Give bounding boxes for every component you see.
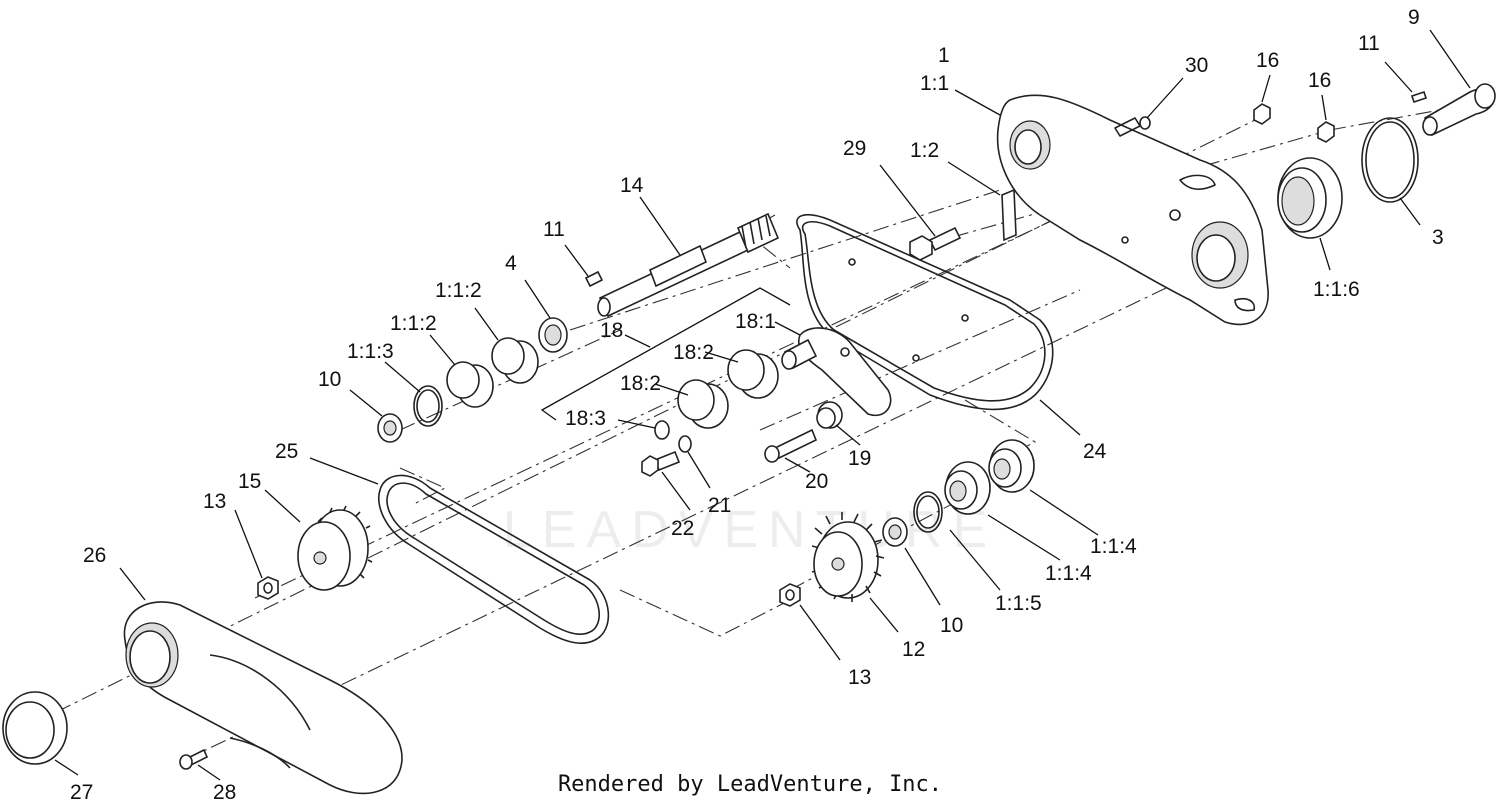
part-washer-18-3 bbox=[654, 420, 670, 440]
part-snap-ring-1-1-5 bbox=[913, 491, 943, 533]
part-gear-12 bbox=[811, 512, 885, 602]
callout-18: 18 bbox=[600, 319, 623, 342]
callout-1-1-2a: 1:1:2 bbox=[435, 279, 482, 302]
part-cap-27 bbox=[2, 691, 68, 765]
callout-1-1-6: 1:1:6 bbox=[1313, 278, 1360, 301]
idler-assembly-bracket bbox=[540, 287, 791, 421]
part-bolt-29 bbox=[909, 226, 962, 261]
callout-1-1-4a: 1:1:4 bbox=[1090, 535, 1137, 558]
part-pin-11b bbox=[584, 270, 604, 288]
callout-3: 3 bbox=[1432, 226, 1444, 249]
part-spacer-1-1-2b bbox=[446, 361, 494, 408]
callout-1-1-3: 1:1:3 bbox=[347, 340, 394, 363]
callout-4: 4 bbox=[505, 252, 517, 275]
callout-labels: 1 1:1 30 16 16 11 9 29 1:2 14 11 3 1:1:6… bbox=[70, 6, 1444, 804]
part-shaft-14 bbox=[597, 212, 780, 318]
part-nut-13b bbox=[779, 583, 801, 607]
part-bolt-22 bbox=[641, 450, 681, 477]
callout-1: 1 bbox=[938, 44, 950, 67]
part-o-ring bbox=[1361, 117, 1419, 203]
callout-29: 29 bbox=[843, 137, 866, 160]
part-nut-16a bbox=[1253, 103, 1271, 125]
part-belt bbox=[378, 474, 610, 644]
callout-18-3: 18:3 bbox=[565, 407, 606, 430]
part-housing bbox=[996, 94, 1269, 326]
part-pulley-18-2a bbox=[727, 349, 779, 399]
part-bearing-10b bbox=[882, 517, 908, 547]
callout-18-2b: 18:2 bbox=[620, 372, 661, 395]
part-washer-21 bbox=[678, 435, 692, 453]
callout-1-2: 1:2 bbox=[910, 139, 939, 162]
callout-1-1-2b: 1:1:2 bbox=[390, 312, 437, 335]
part-key bbox=[1001, 188, 1017, 242]
part-nut-13a bbox=[257, 576, 279, 600]
callout-22: 22 bbox=[671, 517, 694, 540]
callout-9: 9 bbox=[1408, 6, 1420, 29]
render-credit: Rendered by LeadVenture, Inc. bbox=[557, 772, 943, 797]
part-screw-28 bbox=[179, 748, 209, 770]
callout-26: 26 bbox=[83, 544, 106, 567]
callout-1-1-4b: 1:1:4 bbox=[1045, 562, 1092, 585]
callout-13b: 13 bbox=[848, 666, 871, 689]
part-seal-ring bbox=[1277, 157, 1343, 239]
callout-18-2a: 18:2 bbox=[673, 341, 714, 364]
callout-30: 30 bbox=[1185, 54, 1208, 77]
part-washer-30 bbox=[1139, 116, 1151, 130]
callout-20: 20 bbox=[805, 470, 828, 493]
callout-10b: 10 bbox=[940, 614, 963, 637]
part-seal-4 bbox=[538, 317, 568, 353]
callout-21: 21 bbox=[708, 494, 731, 517]
callout-25: 25 bbox=[275, 440, 298, 463]
part-spacer-1-1-2a bbox=[491, 337, 539, 384]
callout-1-1: 1:1 bbox=[920, 72, 949, 95]
leader-lines bbox=[54, 29, 1471, 781]
part-pulley-15 bbox=[297, 505, 373, 591]
part-shaft-9 bbox=[1422, 83, 1496, 137]
callout-15: 15 bbox=[238, 470, 261, 493]
part-cover-26 bbox=[123, 601, 403, 795]
callout-28: 28 bbox=[213, 781, 236, 804]
part-bearing-1-1-4a bbox=[988, 439, 1035, 493]
callout-13a: 13 bbox=[203, 490, 226, 513]
part-spacer-19 bbox=[816, 401, 843, 429]
callout-14: 14 bbox=[620, 174, 644, 197]
callout-1-1-5: 1:1:5 bbox=[995, 592, 1042, 615]
callout-16a: 16 bbox=[1256, 49, 1279, 72]
callout-18-1: 18:1 bbox=[735, 310, 776, 333]
callout-24: 24 bbox=[1083, 440, 1107, 463]
part-bearing-1-1-4b bbox=[944, 461, 991, 515]
part-gasket bbox=[796, 214, 1054, 411]
part-pulley-18-2b bbox=[677, 379, 729, 429]
part-idler-arm bbox=[798, 327, 892, 417]
callout-27: 27 bbox=[70, 781, 93, 804]
callout-19: 19 bbox=[848, 447, 871, 470]
callout-16b: 16 bbox=[1308, 69, 1331, 92]
callout-11a: 11 bbox=[1358, 32, 1380, 55]
callout-10a: 10 bbox=[318, 368, 341, 391]
callout-11b: 11 bbox=[543, 218, 565, 241]
part-snap-ring-1-1-3 bbox=[413, 385, 443, 427]
part-pin-11a bbox=[1410, 90, 1428, 104]
part-bolt-20 bbox=[764, 428, 818, 463]
part-bearing-10a bbox=[377, 413, 403, 443]
part-bushing-18-1 bbox=[781, 338, 818, 370]
part-nut-16b bbox=[1317, 121, 1335, 143]
callout-12: 12 bbox=[902, 638, 925, 661]
